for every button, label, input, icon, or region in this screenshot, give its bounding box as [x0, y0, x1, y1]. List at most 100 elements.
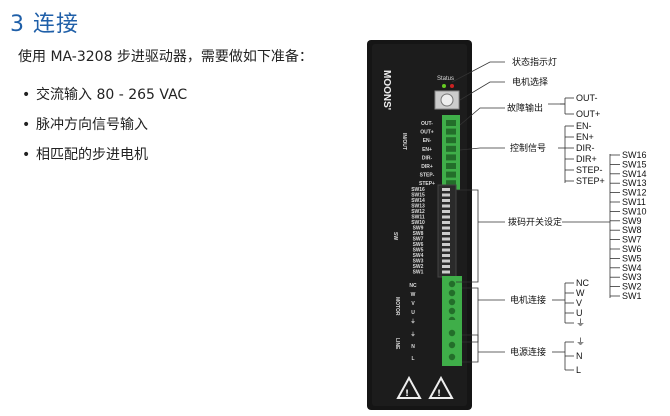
line-pin-label: N [411, 344, 415, 350]
dip-switch-toggle [442, 259, 450, 263]
sw-pin-label: SW10 [411, 220, 425, 226]
section-title: 3 连接 [10, 12, 79, 37]
dip-switch-toggle [442, 204, 450, 208]
callout-dip-pin: SW6 [622, 244, 642, 254]
terminal-screw [446, 180, 456, 187]
callout-dip-pin: SW14 [622, 169, 647, 179]
brand-logo: MOONS' [381, 70, 392, 110]
dip-switch-toggle [442, 215, 450, 219]
callout-dip-pin: SW5 [622, 253, 642, 263]
requirement-text: 脉冲方向信号输入 [36, 117, 148, 133]
motor-group-label: MOTOR [394, 297, 400, 316]
dip-switch-toggle [442, 237, 450, 241]
terminal-screw [446, 137, 456, 144]
dip-switch-toggle [442, 221, 450, 224]
bullet-icon: • [22, 117, 31, 133]
requirement-item: •交流输入 80 - 265 VAC [22, 84, 187, 104]
sw-pin-label: SW5 [413, 248, 424, 254]
io-pin-label: OUT+ [420, 130, 434, 136]
sw-pin-label: SW2 [413, 264, 424, 270]
motor-pin-label: V [411, 301, 415, 307]
callout-control-pin: STEP- [576, 165, 603, 175]
sw-pin-label: SW8 [413, 231, 424, 237]
callout-dip-pin: SW3 [622, 272, 642, 282]
terminal-screw [446, 145, 456, 152]
dip-switch-toggle [442, 265, 450, 268]
callout-motor-connect: 电机连接 [510, 294, 546, 306]
sw-group-label: SW [392, 232, 398, 240]
motor-pin-label: ⏚ [410, 318, 415, 325]
line-group-label: LINE [394, 338, 400, 350]
dip-switch-toggle [442, 248, 450, 252]
requirement-text: 相匹配的步进电机 [36, 147, 148, 163]
terminal-screw [448, 280, 456, 288]
callout-power-pin: L [576, 365, 581, 375]
dip-switch-toggle [442, 226, 450, 230]
sw-pin-label: SW7 [413, 237, 424, 243]
callout-dip-pin: SW9 [622, 216, 642, 226]
terminal-screw [446, 154, 456, 161]
sw-pin-label: SW13 [411, 204, 425, 210]
callout-dip-pin: SW8 [622, 225, 642, 235]
callout-dip-pin: SW12 [622, 188, 647, 198]
callout-dip-pin: SW16 [622, 150, 647, 160]
callout-motor-select: 电机选择 [512, 76, 548, 88]
terminal-screw [448, 298, 456, 306]
io-pin-label: EN- [423, 138, 432, 144]
dip-switch-toggle [442, 199, 450, 202]
callout-fault-pin: OUT- [576, 93, 598, 103]
warning-icon: ! [405, 389, 409, 399]
callout-lines [451, 61, 620, 371]
terminal-screw [448, 341, 456, 349]
dip-switch-toggle [442, 270, 450, 274]
io-pin-label: DIR- [422, 155, 433, 161]
terminal-screw [448, 353, 456, 361]
dip-switch-toggle [442, 188, 450, 191]
terminal-screw [448, 289, 456, 297]
callout-control-signal: 控制信号 [510, 142, 546, 154]
callout-motor-pin: U [576, 308, 583, 318]
io-pin-label: OUT- [421, 121, 433, 127]
dip-switch-toggle [442, 193, 450, 197]
sw-pin-label: SW14 [411, 198, 425, 204]
bullet-icon: • [22, 87, 31, 103]
dip-switch-toggle [442, 243, 450, 246]
callout-fault-output: 故障输出 [507, 102, 543, 114]
status-led-red [450, 84, 454, 88]
callout-motor-pin: NC [576, 278, 589, 288]
callout-power-pin: ⏚ [576, 337, 585, 347]
callout-dip-pin: SW15 [622, 159, 647, 169]
warning-icon [428, 375, 454, 399]
motor-pin-label: NC [409, 283, 417, 289]
requirement-item: • 相匹配的步进电机 [22, 144, 148, 164]
callout-dip-pin: SW7 [622, 235, 642, 245]
callout-control-pin: DIR- [576, 143, 595, 153]
callout-dip-pin: SW10 [622, 206, 647, 216]
callout-motor-pin: W [576, 288, 585, 298]
requirement-item: • 脉冲方向信号输入 [22, 114, 148, 134]
io-terminal-block [442, 115, 460, 190]
io-group-label: IN/OUT [401, 133, 407, 150]
sw-pin-label: SW3 [413, 259, 424, 265]
io-pin-label: STEP- [420, 173, 435, 179]
warning-icon [396, 375, 422, 399]
sw-pin-label: SW1 [413, 270, 424, 276]
terminal-screw [448, 329, 456, 337]
sw-pin-label: SW11 [411, 215, 425, 221]
callout-power-pin: N [576, 351, 583, 361]
bullet-icon: • [22, 147, 31, 163]
callout-dip-pin: SW11 [622, 197, 646, 207]
callout-control-pin: EN+ [576, 132, 594, 142]
terminal-screw [446, 120, 456, 126]
sw-pin-label: SW12 [411, 209, 425, 215]
line-pin-label: L [411, 356, 414, 362]
callout-dip-pin: SW1 [622, 291, 642, 301]
io-pin-label: EN+ [422, 147, 432, 153]
terminal-screw [446, 163, 456, 169]
callout-dip-pin: SW4 [622, 263, 642, 273]
callout-motor-pin: V [576, 298, 582, 308]
callout-dip-pin: SW13 [622, 178, 647, 188]
dip-switch-toggle [442, 232, 450, 235]
status-label: Status [437, 76, 454, 82]
